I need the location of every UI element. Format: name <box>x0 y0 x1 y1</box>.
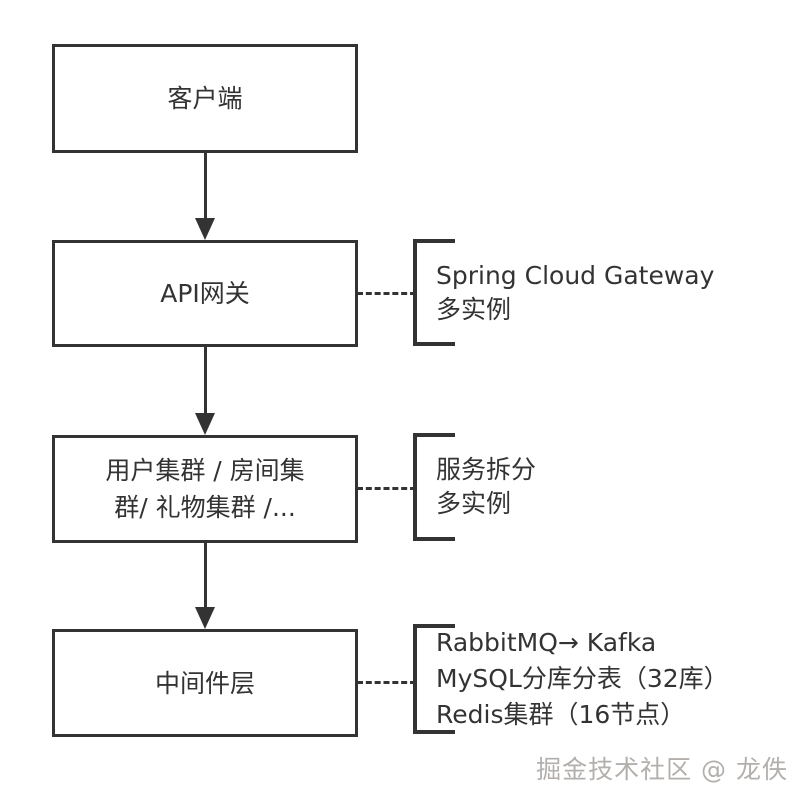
annotation-services: 服务拆分 多实例 <box>436 433 784 541</box>
node-api-gateway-label: API网关 <box>160 279 250 308</box>
node-service-clusters-label-line2: 群/ 礼物集群 /... <box>114 493 296 522</box>
annotation-gateway: Spring Cloud Gateway 多实例 <box>436 239 784 346</box>
arrow-line <box>203 347 207 413</box>
node-client-label: 客户端 <box>167 84 243 113</box>
arrow-head-down-icon <box>195 218 215 240</box>
node-middleware: 中间件层 <box>52 629 358 737</box>
annotation-services-line1: 服务拆分 <box>436 455 537 484</box>
dashed-connector-services <box>357 487 416 490</box>
watermark-credit: 掘金技术社区 @ 龙佚 <box>536 755 788 784</box>
bracket-services-annotation <box>413 433 455 541</box>
annotation-middleware-line2: MySQL分库分表（32库） <box>436 664 729 693</box>
arrow-line <box>203 543 207 607</box>
annotation-middleware: RabbitMQ→ Kafka MySQL分库分表（32库） Redis集群（1… <box>436 624 784 734</box>
dashed-connector-middleware <box>357 681 416 684</box>
annotation-gateway-line2: 多实例 <box>436 294 512 324</box>
annotation-middleware-line3: Redis集群（16节点） <box>436 700 686 729</box>
bracket-middleware-annotation <box>413 624 455 734</box>
bracket-gateway-annotation <box>413 239 455 346</box>
arrow-head-down-icon <box>195 607 215 629</box>
arrow-head-down-icon <box>195 413 215 435</box>
arrow-gateway-to-services <box>194 347 216 435</box>
node-api-gateway: API网关 <box>52 240 358 347</box>
node-middleware-label: 中间件层 <box>154 668 255 698</box>
node-service-clusters: 用户集群 / 房间集 群/ 礼物集群 /... <box>52 435 358 543</box>
annotation-services-line2: 多实例 <box>436 489 512 518</box>
annotation-middleware-line1: RabbitMQ→ Kafka <box>436 628 657 657</box>
node-client: 客户端 <box>52 44 358 153</box>
arrow-client-to-gateway <box>194 153 216 240</box>
arrow-line <box>203 153 207 218</box>
annotation-gateway-line1: Spring Cloud Gateway <box>436 260 715 290</box>
dashed-connector-gateway <box>357 292 416 295</box>
arrow-services-to-middleware <box>194 543 216 629</box>
node-service-clusters-label-line1: 用户集群 / 房间集 <box>105 456 305 485</box>
